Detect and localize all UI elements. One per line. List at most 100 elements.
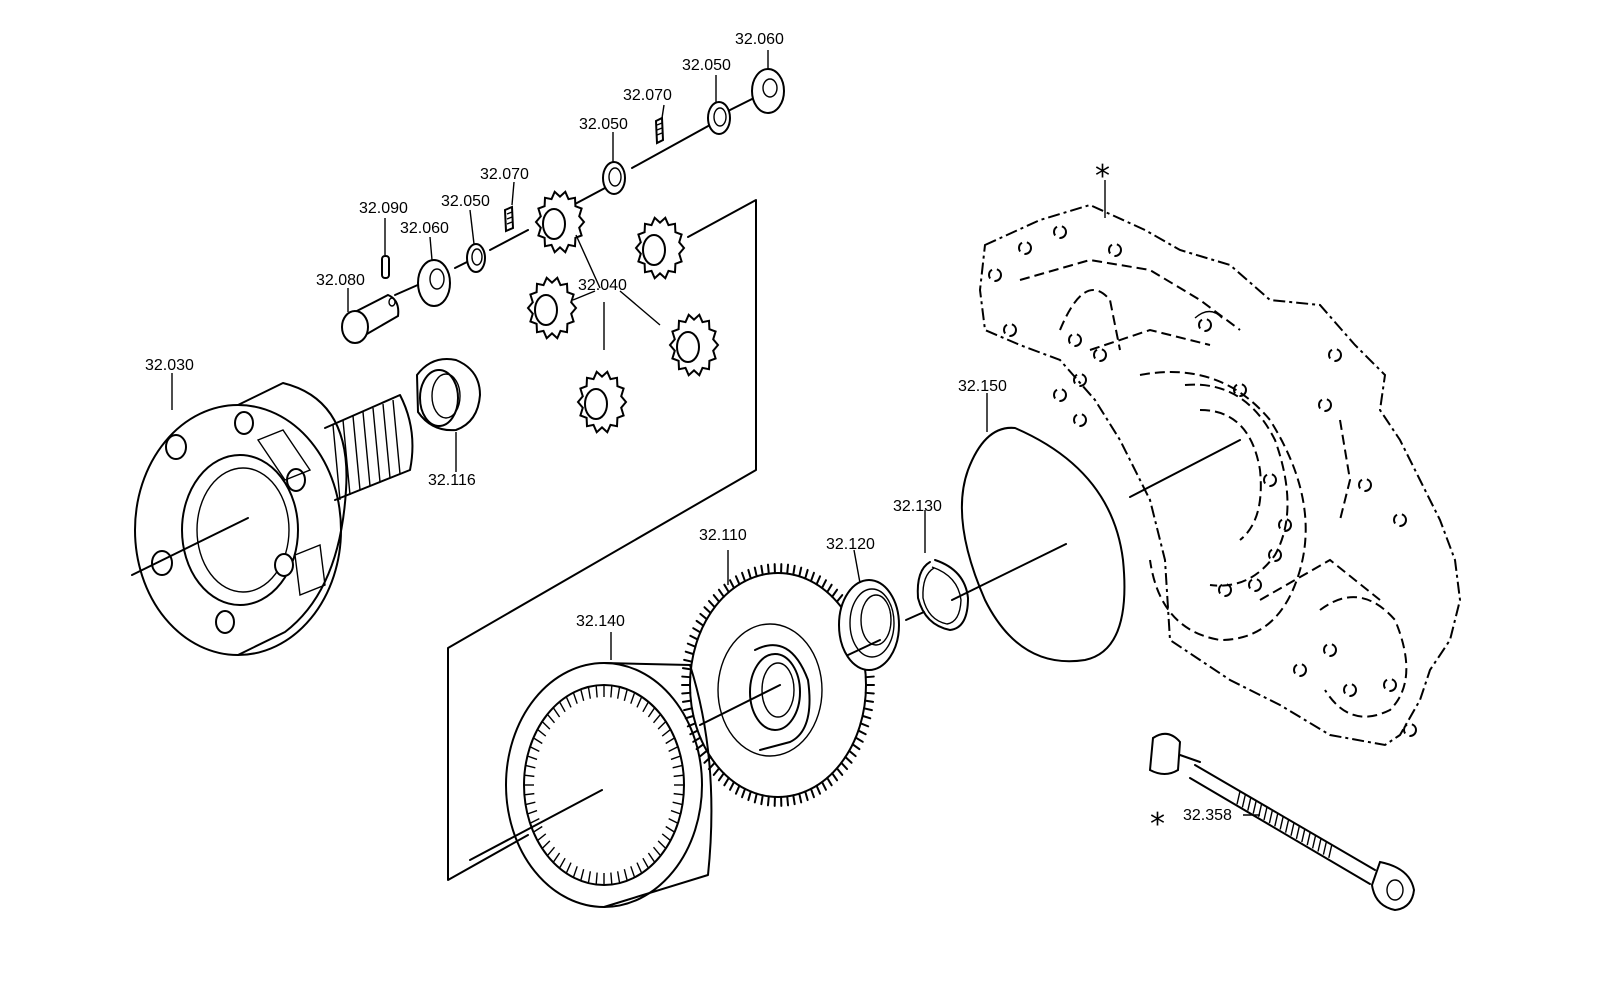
ring-gear-teeth bbox=[524, 685, 684, 885]
ring-tooth bbox=[537, 833, 547, 842]
part-labels: 32.060 32.050 32.070 32.050 32.070 32.05… bbox=[145, 31, 1232, 842]
gear-tooth bbox=[747, 790, 752, 802]
gear-tooth bbox=[686, 642, 697, 648]
gear-tooth bbox=[815, 575, 822, 586]
gear-tooth bbox=[835, 594, 844, 603]
ring-tooth bbox=[541, 840, 551, 849]
ring-tooth bbox=[558, 701, 566, 713]
bolt-hole bbox=[1403, 723, 1417, 737]
gear-tooth bbox=[792, 794, 796, 806]
ring-tooth bbox=[533, 825, 543, 833]
ring-tooth bbox=[652, 846, 662, 857]
gear-tooth bbox=[851, 743, 861, 751]
ring-tooth bbox=[565, 862, 572, 874]
ring-tooth bbox=[587, 871, 592, 884]
spline-tooth bbox=[1279, 816, 1284, 830]
bolt-hole bbox=[1293, 663, 1307, 677]
bolt-hole bbox=[1218, 583, 1232, 597]
spline-tooth bbox=[1317, 838, 1322, 852]
bolt-hole bbox=[1233, 383, 1247, 397]
gear-tooth bbox=[760, 794, 764, 806]
needle-bearing-top bbox=[654, 116, 665, 145]
gear-tooth bbox=[689, 634, 699, 641]
ring-tooth bbox=[546, 713, 556, 724]
assembly-bracket bbox=[447, 199, 757, 881]
snap-ring bbox=[916, 543, 1067, 631]
bolt-hole bbox=[1018, 241, 1032, 255]
ring-tooth bbox=[533, 737, 543, 745]
gear-tooth bbox=[804, 790, 809, 802]
bolt-hole bbox=[1248, 578, 1262, 592]
gear-bore bbox=[676, 331, 700, 363]
label-32-050-top: 32.050 bbox=[682, 57, 731, 74]
bolt-hole bbox=[1073, 373, 1087, 387]
bolt-hole bbox=[1393, 513, 1407, 527]
spline-tooth bbox=[1284, 819, 1290, 833]
spline-tooth bbox=[1295, 825, 1301, 840]
gear-tooth bbox=[815, 784, 822, 795]
gear-tooth bbox=[741, 571, 747, 583]
ring-tooth bbox=[529, 746, 540, 752]
ring-tooth bbox=[673, 774, 684, 778]
gear-bore bbox=[584, 388, 608, 420]
gear-tooth bbox=[826, 776, 833, 787]
gear-tooth bbox=[826, 583, 833, 594]
ring-tooth bbox=[665, 737, 675, 745]
ring-tooth bbox=[672, 801, 683, 806]
bolt-hole bbox=[1268, 548, 1282, 562]
bolt-hole bbox=[1073, 413, 1087, 427]
thrust-washer-050-mid bbox=[602, 161, 626, 195]
gear-tooth bbox=[717, 772, 725, 782]
ring-tooth bbox=[630, 692, 636, 704]
ring-tooth bbox=[647, 707, 656, 718]
gear-tooth bbox=[766, 795, 770, 807]
gear-tooth bbox=[699, 612, 708, 621]
ring-tooth bbox=[642, 857, 650, 869]
gear-tooth bbox=[681, 691, 692, 695]
gear-tooth bbox=[681, 675, 692, 679]
label-32-150: 32.150 bbox=[958, 378, 1007, 395]
spline-tooth bbox=[1311, 835, 1317, 849]
roll-pin bbox=[381, 255, 390, 279]
gear-tooth bbox=[831, 772, 839, 782]
gear-tooth bbox=[684, 714, 695, 720]
bolt-hole bbox=[1343, 683, 1357, 697]
planet-carrier bbox=[131, 382, 414, 656]
o-ring bbox=[960, 426, 1241, 663]
ring-tooth bbox=[610, 685, 613, 698]
bolt-hole bbox=[1068, 333, 1082, 347]
bearing-race bbox=[415, 358, 482, 432]
housing-bolt-holes bbox=[988, 225, 1417, 737]
spline-tooth bbox=[1241, 794, 1247, 808]
ring-tooth bbox=[657, 840, 667, 849]
shaft-asterisk-marker: * bbox=[1150, 807, 1165, 842]
bolt-hole bbox=[1053, 388, 1067, 402]
gear-tooth bbox=[723, 583, 730, 594]
gear-tooth bbox=[861, 714, 872, 720]
ring-tooth bbox=[623, 689, 628, 701]
gear-tooth bbox=[734, 784, 741, 795]
gear-tooth bbox=[760, 564, 764, 576]
label-32-030: 32.030 bbox=[145, 357, 194, 374]
gear-tooth bbox=[831, 588, 839, 598]
label-32-358: 32.358 bbox=[1183, 807, 1232, 824]
thrust-washer-050-top bbox=[707, 101, 731, 135]
ring-tooth bbox=[623, 869, 628, 881]
gear-tooth bbox=[729, 780, 735, 791]
gear-tooth bbox=[707, 761, 716, 771]
label-32-040: 32.040 bbox=[578, 277, 627, 294]
ring-tooth bbox=[541, 721, 551, 730]
ring-tooth bbox=[668, 818, 679, 824]
bolt-hole bbox=[1003, 323, 1017, 337]
gear-tooth bbox=[717, 588, 725, 598]
label-32-060-top: 32.060 bbox=[735, 31, 784, 48]
label-32-116: 32.116 bbox=[428, 472, 476, 489]
gear-tooth bbox=[692, 627, 702, 634]
ring-tooth bbox=[587, 686, 592, 699]
ring-tooth bbox=[565, 696, 572, 708]
gear-tooth bbox=[712, 767, 721, 776]
thrust-washer-lower bbox=[417, 259, 451, 307]
bolt-hole bbox=[1358, 478, 1372, 492]
gear-tooth bbox=[729, 579, 735, 590]
ring-tooth bbox=[546, 846, 556, 857]
